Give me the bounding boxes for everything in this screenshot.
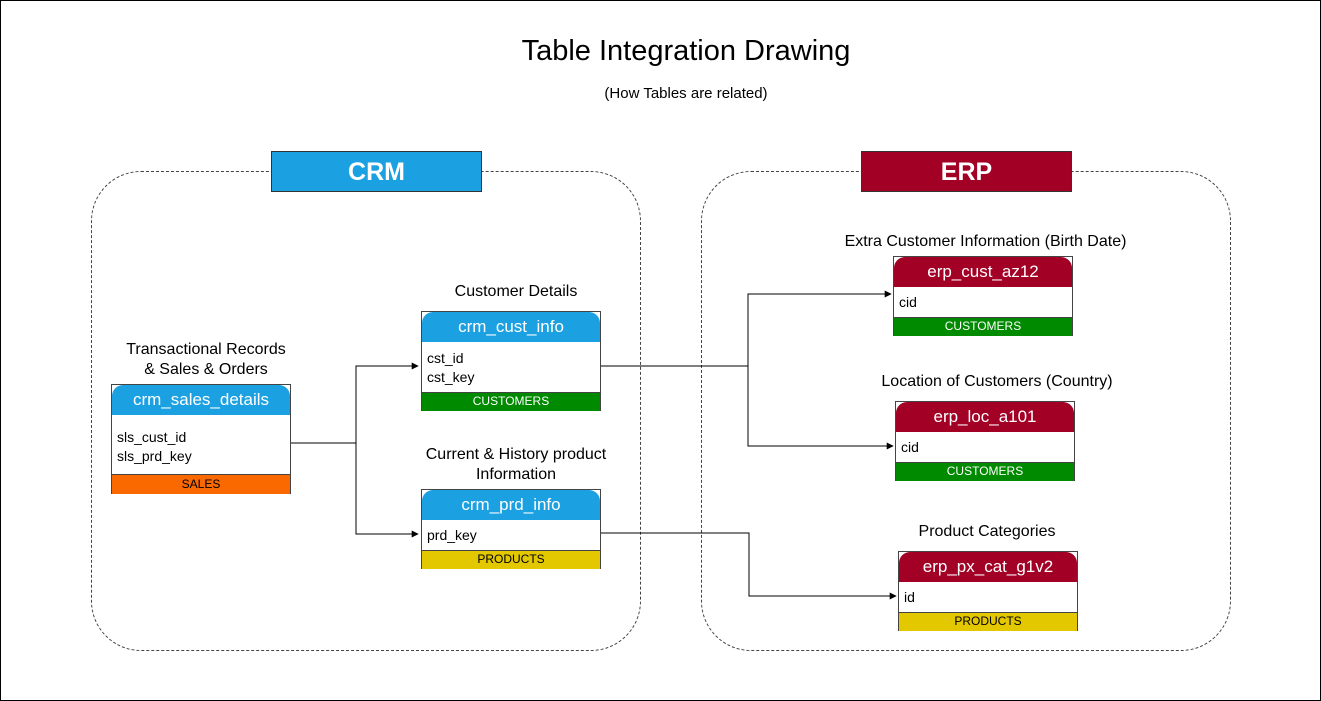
field-cid: cid [899, 294, 917, 310]
field-prd-key: prd_key [427, 527, 477, 543]
category-badge: CUSTOMERS [894, 317, 1072, 336]
table-header: erp_px_cat_g1v2 [899, 552, 1077, 582]
table-erp-px-cat-g1v2[interactable]: erp_px_cat_g1v2 id PRODUCTS [898, 551, 1078, 631]
table-fields: sls_cust_id sls_prd_key [112, 415, 290, 474]
table-fields: prd_key [422, 520, 600, 550]
field-sls-cust-id: sls_cust_id [117, 429, 187, 445]
diagram-title: Table Integration Drawing [521, 35, 851, 67]
caption-crm-prd-info: Current & History product Information [425, 446, 607, 483]
table-fields: cid [894, 287, 1072, 317]
category-badge: PRODUCTS [422, 550, 600, 569]
table-fields: id [899, 582, 1077, 612]
caption-crm-sales-details: Transactional Records & Sales & Orders [126, 341, 286, 378]
category-badge: CUSTOMERS [422, 392, 600, 411]
caption-erp-cust-az12: Extra Customer Information (Birth Date) [844, 233, 1127, 250]
table-header: erp_cust_az12 [894, 257, 1072, 287]
field-id: id [904, 589, 915, 605]
field-cst-key: cst_key [427, 369, 475, 385]
connector-prd-to-erp-cat [601, 532, 897, 600]
table-crm-cust-info[interactable]: crm_cust_info cst_id cst_key CUSTOMERS [421, 311, 601, 411]
connector-cust-to-erp-cust [601, 290, 892, 367]
category-badge: CUSTOMERS [896, 462, 1074, 481]
diagram-subtitle: (How Tables are related) [604, 85, 768, 102]
erp-group-label: ERP [861, 151, 1072, 192]
category-badge: SALES [112, 474, 290, 494]
table-fields: cst_id cst_key [422, 342, 600, 392]
table-fields: cid [896, 432, 1074, 462]
table-header: crm_prd_info [422, 490, 600, 520]
table-crm-prd-info[interactable]: crm_prd_info prd_key PRODUCTS [421, 489, 601, 569]
table-header: crm_cust_info [422, 312, 600, 342]
table-erp-loc-a101[interactable]: erp_loc_a101 cid CUSTOMERS [895, 401, 1075, 481]
caption-erp-px-cat-g1v2: Product Categories [918, 523, 1056, 540]
caption-crm-cust-info: Customer Details [454, 283, 578, 300]
table-erp-cust-az12[interactable]: erp_cust_az12 cid CUSTOMERS [893, 256, 1073, 336]
connector-sales-to-cust [291, 362, 419, 444]
table-crm-sales-details[interactable]: crm_sales_details sls_cust_id sls_prd_ke… [111, 384, 291, 494]
connector-sales-to-prd [355, 443, 419, 538]
category-badge: PRODUCTS [899, 612, 1077, 631]
crm-group-label: CRM [271, 151, 482, 192]
field-sls-prd-key: sls_prd_key [117, 448, 192, 464]
field-cid: cid [901, 439, 919, 455]
connector-cust-to-erp-loc [747, 366, 894, 450]
table-header: erp_loc_a101 [896, 402, 1074, 432]
caption-erp-loc-a101: Location of Customers (Country) [881, 373, 1113, 390]
field-cst-id: cst_id [427, 350, 464, 366]
table-header: crm_sales_details [112, 385, 290, 415]
